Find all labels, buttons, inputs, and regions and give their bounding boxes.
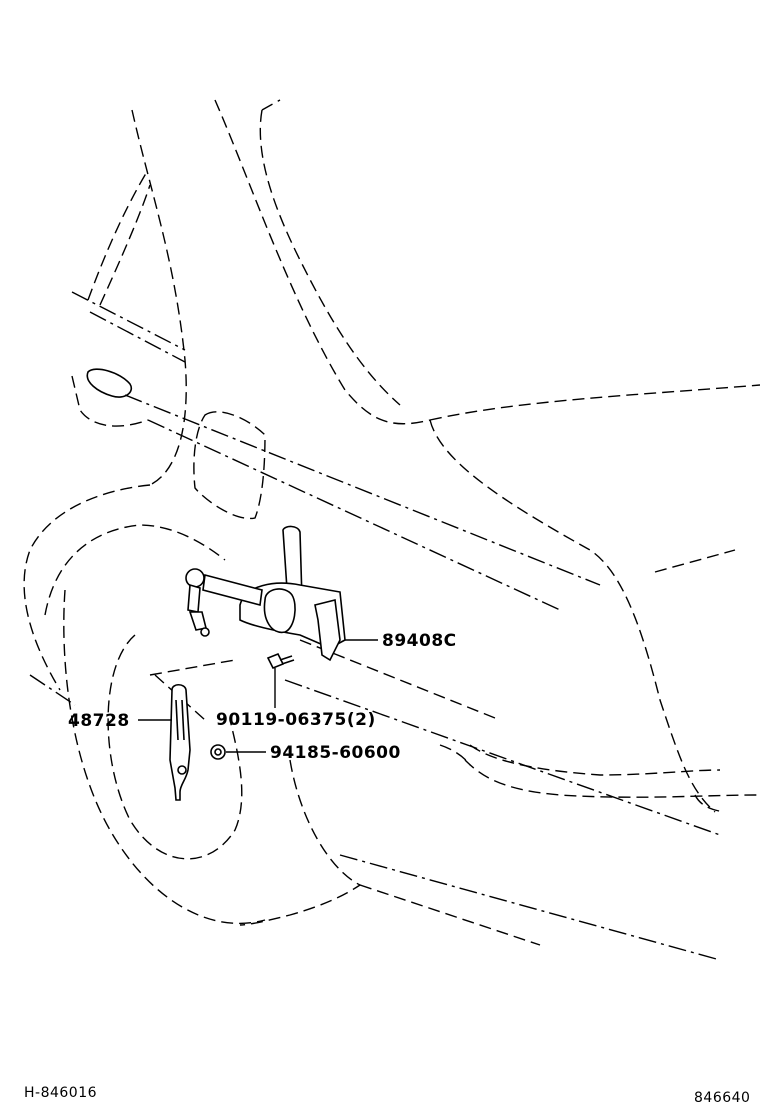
figure-code: H-846016 <box>24 1085 97 1101</box>
part-label-94185: 94185-60600 <box>270 743 401 763</box>
part-label-48728: 48728 <box>68 711 130 731</box>
image-code: 846640 <box>694 1090 750 1106</box>
part-label-89408c: 89408C <box>382 631 457 651</box>
sensor-link <box>169 683 191 801</box>
vehicle-body-outline <box>23 99 760 961</box>
nut <box>210 744 226 760</box>
part-label-90119: 90119-06375(2) <box>216 710 376 730</box>
height-control-sensor <box>185 525 346 662</box>
sensor-link-joint <box>185 568 205 588</box>
bolt <box>266 652 295 670</box>
